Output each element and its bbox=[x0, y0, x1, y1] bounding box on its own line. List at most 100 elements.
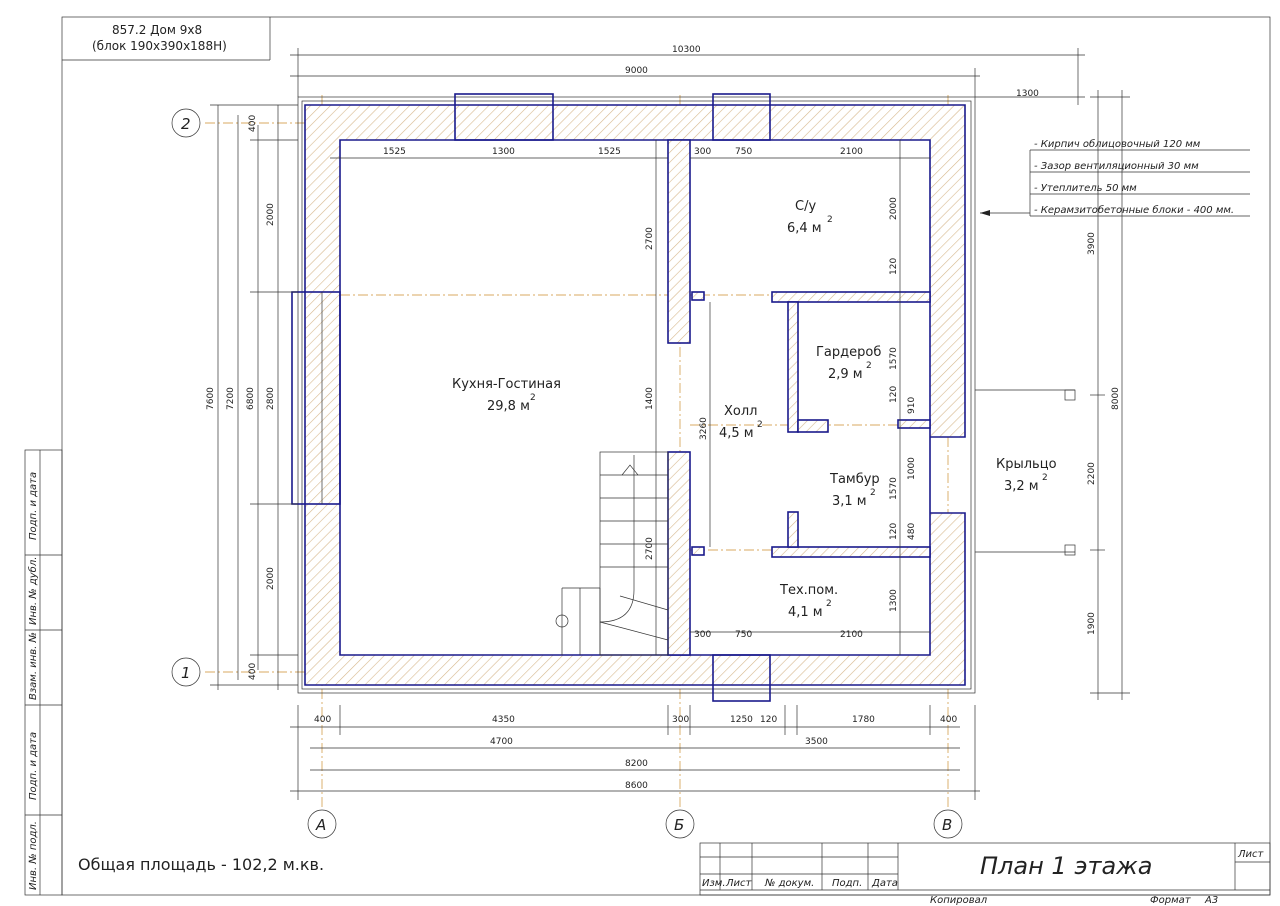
dim-bottom-inner-3: 2100 bbox=[840, 630, 863, 640]
side-stamp-3: Взам. инв. № bbox=[28, 632, 39, 700]
partition-su bbox=[771, 291, 931, 303]
dim-bottom-row4: 8600 bbox=[625, 781, 648, 791]
bottom-dimensions bbox=[290, 705, 980, 800]
title-block: Изм. Лист № докум. Подп. Дата План 1 эта… bbox=[699, 842, 1271, 906]
wall-layer-1: - Кирпич облицовочный 120 мм bbox=[1034, 138, 1201, 150]
dim-bottom-row3: 8200 bbox=[625, 759, 648, 769]
dim-top-6: 2100 bbox=[840, 147, 863, 157]
dim-left-7200: 7200 bbox=[226, 387, 236, 410]
dim-bottom-row2-2: 3500 bbox=[805, 737, 828, 747]
dim-right-inner-8: 120 bbox=[889, 523, 899, 540]
room-su-name: С/у bbox=[795, 199, 816, 214]
axis-letter-b: Б bbox=[674, 816, 684, 834]
outer-wall bbox=[304, 104, 966, 686]
room-labels: Кухня-Гостиная 29,8 м 2 С/у 6,4 м 2 Гард… bbox=[452, 199, 1057, 620]
dim-left-400-bottom: 400 bbox=[248, 663, 258, 680]
room-su-area: 6,4 м bbox=[787, 221, 822, 236]
dim-right-3900: 3900 bbox=[1087, 232, 1097, 255]
dim-top-main: 9000 bbox=[625, 66, 648, 76]
drawing-title: План 1 этажа bbox=[980, 852, 1153, 880]
room-tambur-area: 3,1 м bbox=[832, 494, 867, 509]
partition-wardrobe bbox=[787, 301, 799, 433]
dim-bottom-5: 120 bbox=[760, 715, 777, 725]
room-kitchen-area: 29,8 м bbox=[487, 399, 530, 414]
axis-markers: 2 1 А Б В bbox=[171, 108, 963, 839]
dim-bottom-6: 1780 bbox=[852, 715, 875, 725]
dim-right-8000: 8000 bbox=[1111, 387, 1121, 410]
project-code: 857.2 Дом 9х8 bbox=[112, 23, 202, 37]
partition-tambur-bottom bbox=[771, 546, 931, 558]
room-kitchen-name: Кухня-Гостиная bbox=[452, 377, 561, 392]
dim-right-inner-2: 120 bbox=[889, 258, 899, 275]
staircase bbox=[555, 451, 669, 656]
axis-letter-a: А bbox=[315, 816, 326, 834]
room-porch-name: Крыльцо bbox=[996, 457, 1057, 472]
axis-letter-v: В bbox=[942, 816, 952, 834]
stamp-col-izm: Изм. bbox=[702, 878, 726, 889]
total-area: Общая площадь - 102,2 м.кв. bbox=[78, 855, 324, 874]
inner-dimensions bbox=[655, 140, 901, 655]
wall-layer-4: - Керамзитобетонные блоки - 400 мм. bbox=[1034, 204, 1234, 216]
partition-kitchen-upper bbox=[667, 139, 691, 344]
dim-bottom-row2-1: 4700 bbox=[490, 737, 513, 747]
dim-left-6800: 6800 bbox=[246, 387, 256, 410]
dim-bottom-1: 400 bbox=[314, 715, 331, 725]
dim-top-5: 750 bbox=[735, 147, 752, 157]
dim-left-7600: 7600 bbox=[206, 387, 216, 410]
axis-number-2: 2 bbox=[181, 115, 191, 133]
partition-small-2 bbox=[691, 546, 705, 556]
dim-right-inner-5: 910 bbox=[907, 397, 917, 414]
dim-bottom-7: 400 bbox=[940, 715, 957, 725]
wall-layer-2: - Зазор вентиляционный 30 мм bbox=[1034, 161, 1199, 172]
stamp-sheet-label: Лист bbox=[1237, 849, 1265, 860]
dim-top-3: 1525 bbox=[598, 147, 621, 157]
stamp-copied: Копировал bbox=[930, 895, 988, 906]
dim-bottom-inner-1: 300 bbox=[694, 630, 711, 640]
stamp-col-doc: № докум. bbox=[764, 878, 814, 889]
room-porch-area: 3,2 м bbox=[1004, 479, 1039, 494]
room-tambur-name: Тамбур bbox=[829, 472, 880, 487]
dim-inner-left-1: 2700 bbox=[645, 227, 655, 250]
dim-right-inner-7: 1570 bbox=[889, 477, 899, 500]
dim-bottom-inner-2: 750 bbox=[735, 630, 752, 640]
wall-layer-3: - Утеплитель 50 мм bbox=[1034, 183, 1137, 194]
dim-right-1900: 1900 bbox=[1087, 612, 1097, 635]
room-wardrobe-area: 2,9 м bbox=[828, 367, 863, 382]
right-dimensions bbox=[1090, 90, 1130, 700]
stamp-col-podp: Подп. bbox=[832, 878, 862, 889]
dim-right-inner-1: 2000 bbox=[889, 197, 899, 220]
partition-small-1 bbox=[691, 291, 705, 301]
dim-bottom-2: 4350 bbox=[492, 715, 515, 725]
dim-top-overall: 10300 bbox=[672, 45, 701, 55]
side-stamp-1: Подп. и дата bbox=[28, 472, 39, 540]
dim-left-2000-top: 2000 bbox=[266, 203, 276, 226]
room-kitchen-sup: 2 bbox=[530, 393, 536, 403]
partition-tambur-right bbox=[897, 419, 931, 429]
room-tech-sup: 2 bbox=[826, 599, 832, 609]
dim-top-1: 1525 bbox=[383, 147, 406, 157]
dim-top-2: 1300 bbox=[492, 147, 515, 157]
project-block: (блок 190х390х188Н) bbox=[92, 39, 227, 53]
stamp-format: Формат bbox=[1150, 895, 1192, 906]
room-hall-name: Холл bbox=[724, 404, 757, 419]
side-stamp: Подп. и дата Инв. № дубл. Взам. инв. № П… bbox=[24, 449, 63, 896]
dim-right-inner-3: 1570 bbox=[889, 347, 899, 370]
dim-top-4: 300 bbox=[694, 147, 711, 157]
side-stamp-2: Инв. № дубл. bbox=[27, 557, 39, 625]
dim-right-inner-6: 1000 bbox=[907, 457, 917, 480]
partition-tambur-left bbox=[787, 511, 799, 548]
dim-left-2000-bottom: 2000 bbox=[266, 567, 276, 590]
room-wardrobe-sup: 2 bbox=[866, 361, 872, 371]
stamp-col-list: Лист bbox=[725, 878, 753, 889]
partition-wardrobe-bottom bbox=[797, 419, 829, 433]
dim-right-inner-9: 480 bbox=[907, 523, 917, 540]
porch bbox=[975, 389, 1076, 556]
dim-inner-mid: 3260 bbox=[699, 417, 709, 440]
room-su-sup: 2 bbox=[827, 215, 833, 225]
wall-layer-notes: - Кирпич облицовочный 120 мм - Зазор вен… bbox=[980, 138, 1250, 217]
stamp-col-date: Дата bbox=[871, 878, 898, 889]
room-porch-sup: 2 bbox=[1042, 473, 1048, 483]
dim-inner-left-2: 1400 bbox=[645, 387, 655, 410]
dim-right-inner-4: 120 bbox=[889, 386, 899, 403]
